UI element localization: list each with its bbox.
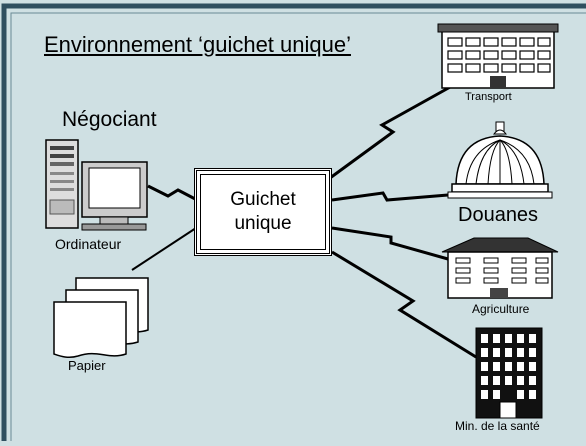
customs-label: Douanes	[458, 204, 539, 226]
paper-label: Papier	[68, 358, 106, 373]
link-hub-transport	[329, 84, 453, 180]
computer-label: Ordinateur	[55, 236, 122, 252]
computer-icon	[45, 139, 148, 231]
link-paper-hub	[131, 227, 197, 271]
diagram-title: Environnement ‘guichet unique’	[44, 32, 351, 57]
link-computer-hub	[147, 184, 200, 203]
health-label: Min. de la santé	[455, 419, 540, 433]
transport-building-icon	[437, 23, 559, 89]
paper-icon	[53, 277, 149, 358]
agriculture-label: Agriculture	[472, 302, 530, 316]
link-hub-health	[331, 250, 477, 359]
health-building-icon	[475, 327, 543, 419]
single-window-box: Guichet unique	[194, 168, 332, 256]
frame	[1, 3, 586, 446]
transport-label: Transport	[465, 91, 512, 103]
link-hub-agriculture	[331, 226, 449, 261]
hub-label-line2: unique	[234, 213, 292, 234]
agriculture-building-icon	[441, 237, 559, 299]
hub-label-line1: Guichet	[230, 189, 296, 210]
customs-building-icon	[447, 121, 553, 199]
link-hub-customs	[331, 191, 449, 202]
trader-label: Négociant	[62, 108, 157, 131]
